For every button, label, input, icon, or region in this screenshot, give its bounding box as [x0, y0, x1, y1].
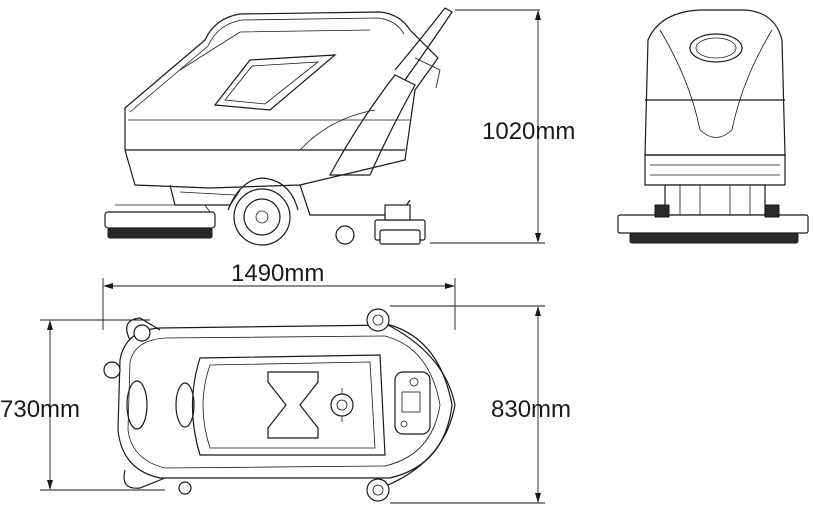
height-dimension-label: 1020mm [482, 118, 576, 145]
length-dimension-line [102, 278, 456, 330]
rear-view [617, 9, 809, 244]
overall-width-dimension-line [390, 305, 545, 504]
overall-width-dimension-label: 830mm [491, 396, 572, 423]
side-view [104, 7, 453, 246]
brush-width-dimension-line [40, 319, 165, 491]
brush-width-dimension-label: 730mm [0, 396, 81, 423]
top-view [103, 308, 456, 502]
height-dimension-line [430, 9, 545, 244]
length-dimension-label: 1490mm [231, 260, 325, 287]
